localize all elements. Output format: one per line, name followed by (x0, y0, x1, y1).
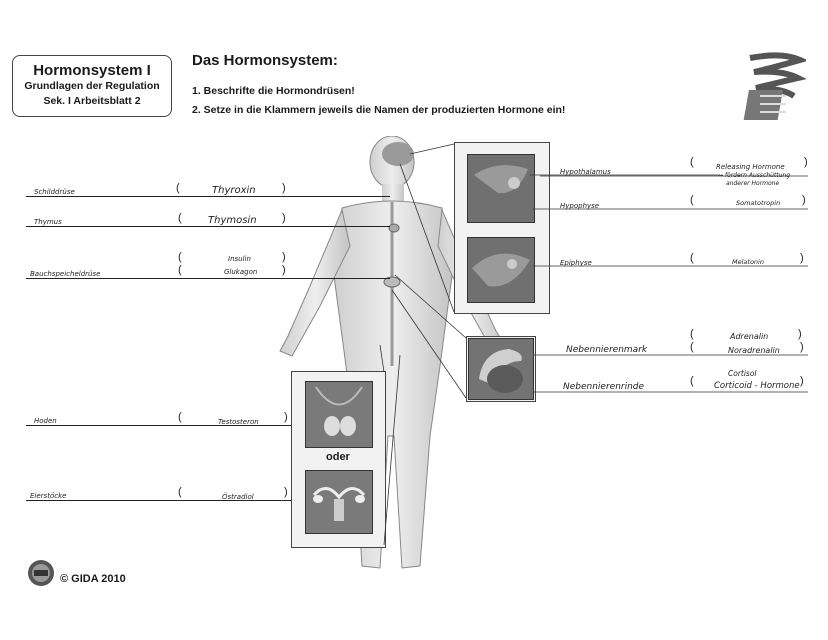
paren-open: ( (178, 212, 182, 224)
hormone-thyroxin: Thyroxin (212, 185, 256, 196)
paren-open: ( (178, 411, 182, 423)
hormone-somatotropin: Somatotropin (736, 199, 781, 207)
label-hoden: Hoden (34, 417, 57, 425)
label-eierstoecke: Eierstöcke (30, 492, 67, 500)
paren-close: ) (800, 375, 804, 387)
testes-image (305, 381, 373, 448)
paren-open: ( (690, 328, 694, 340)
hormone-testosteron: Testosteron (218, 418, 259, 426)
adrenal-image (468, 338, 534, 400)
worksheet-level: Sek. I Arbeitsblatt 2 (43, 95, 141, 107)
label-bauchspeicheldruese: Bauchspeicheldrüse (30, 270, 101, 278)
paren-close: ) (802, 194, 806, 206)
ovaries-image (305, 470, 373, 534)
leader-line-hoden (26, 425, 306, 426)
paren-close: ) (284, 411, 288, 423)
oder-label: oder (326, 451, 350, 463)
paren-close: ) (282, 251, 286, 263)
label-hypophyse: Hypophyse (560, 202, 600, 210)
hormone-oestradiol: Östradiol (222, 493, 254, 501)
copyright: © GIDA 2010 (60, 573, 126, 585)
hypothalamus-image (467, 154, 535, 223)
paren-close: ) (282, 264, 286, 276)
publisher-logo (743, 52, 806, 120)
hormone-corticoid: Corticoid - Hormone (714, 381, 800, 391)
label-nebennierenrinde: Nebennierenrinde (563, 382, 645, 392)
label-epiphyse: Epiphyse (560, 259, 592, 267)
paren-close: ) (798, 328, 802, 340)
paren-open: ( (690, 252, 694, 264)
paren-open: ( (690, 341, 694, 353)
hormone-cortisol: Cortisol (728, 369, 757, 378)
hormone-releasing-3: anderer Hormone (726, 180, 780, 187)
paren-close: ) (800, 252, 804, 264)
leader-line-bauchspeicheldruese (26, 278, 390, 279)
gida-logo-icon (28, 560, 54, 586)
hormone-adrenalin: Adrenalin (730, 332, 769, 341)
worksheet-title: Hormonsystem I (33, 62, 151, 79)
paren-open: ( (690, 194, 694, 206)
worksheet-title-box: Hormonsystem I Grundlagen der Regulation… (12, 55, 172, 117)
task-1: 1. Beschrifte die Hormondrüsen! (192, 85, 355, 97)
page-heading: Das Hormonsystem: (192, 52, 338, 69)
paren-open: ( (178, 486, 182, 498)
hormone-releasing-1: Releasing Hormone (716, 163, 785, 171)
paren-close: ) (282, 182, 286, 194)
paren-close: ) (282, 212, 286, 224)
hormone-releasing-2: → fördern Ausschüttung (718, 172, 791, 179)
paren-close: ) (804, 156, 808, 168)
hormone-noradrenalin: Noradrenalin (728, 346, 780, 355)
paren-open: ( (176, 182, 180, 194)
paren-open: ( (178, 264, 182, 276)
paren-close: ) (800, 341, 804, 353)
epiphyse-image (467, 237, 535, 303)
worksheet-subtitle: Grundlagen der Regulation (24, 80, 160, 92)
hormone-thymosin: Thymosin (208, 215, 257, 226)
hormone-insulin: Insulin (228, 255, 251, 263)
label-schilddruese: Schilddrüse (34, 188, 75, 196)
hormone-melatonin: Melatonin (732, 258, 764, 266)
paren-open: ( (178, 251, 182, 263)
paren-open: ( (690, 156, 694, 168)
hormone-glukagon: Glukagon (224, 268, 258, 276)
label-hypothalamus: Hypothalamus (560, 168, 611, 176)
leader-line-eierstoecke (26, 500, 306, 501)
label-thymus: Thymus (34, 218, 62, 226)
paren-open: ( (690, 375, 694, 387)
task-2: 2. Setze in die Klammern jeweils die Nam… (192, 104, 566, 116)
leader-line-schilddruese (26, 196, 390, 197)
label-nebennierenmark: Nebennierenmark (566, 345, 648, 355)
leader-line-thymus (26, 226, 390, 227)
paren-close: ) (284, 486, 288, 498)
